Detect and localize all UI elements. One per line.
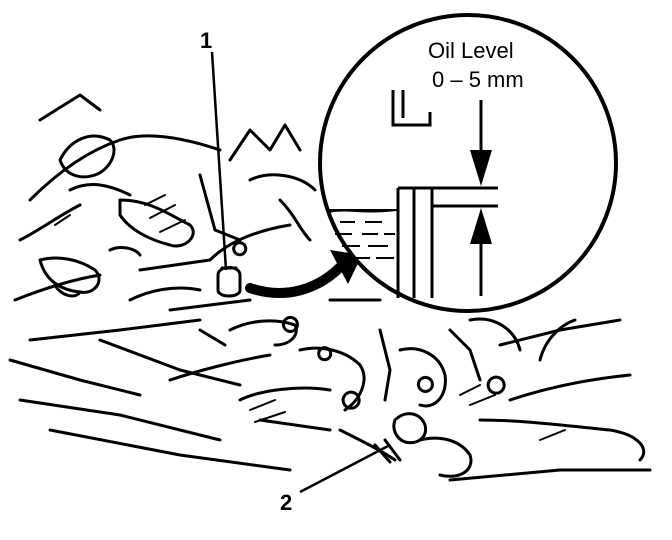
transmission-sketch — [8, 93, 652, 482]
detail-contents — [326, 90, 498, 298]
oil-level-arrows — [470, 100, 492, 296]
oil-level-range: 0 – 5 mm — [432, 67, 524, 92]
oil-surface — [327, 209, 397, 259]
callout-1: 1 — [200, 28, 212, 53]
housing-hatching — [54, 194, 566, 441]
detail-circle — [318, 13, 618, 313]
callout-2: 2 — [280, 490, 292, 515]
callout-leaders — [210, 51, 391, 494]
oil-level-title: Oil Level — [428, 38, 514, 63]
